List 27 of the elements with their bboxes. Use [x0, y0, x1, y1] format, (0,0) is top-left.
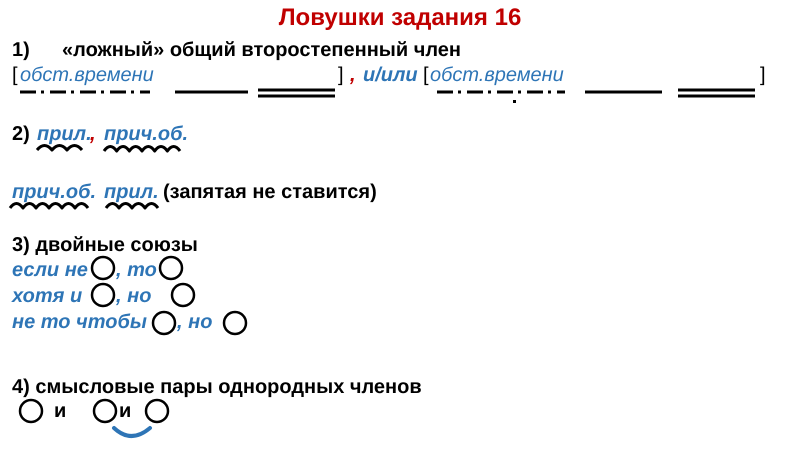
conjunction-label: хотя и — [12, 284, 82, 308]
list-number: 2) — [12, 122, 30, 146]
conjunction-label: не то чтобы — [12, 310, 147, 334]
term-label: прил. — [104, 180, 159, 204]
section-heading: 3) двойные союзы — [12, 233, 198, 257]
bracket: [ — [12, 63, 18, 87]
bracket: ] — [760, 63, 766, 87]
term-label: обст.времени — [20, 63, 154, 87]
punctuation-mark: , — [350, 63, 356, 87]
punctuation-mark: , — [90, 122, 96, 146]
term-label: прич.об. — [12, 180, 96, 204]
conjunction-label: , но — [116, 284, 152, 308]
heading-text: «ложный» общий второстепенный член — [62, 38, 461, 62]
conjunction-label: , то — [116, 258, 157, 282]
conjunction-label: если не — [12, 258, 88, 282]
list-number: 1) — [12, 38, 30, 62]
bracket: ] — [338, 63, 344, 87]
term-label: обст.времени — [430, 63, 564, 87]
conjunction-label: , но — [177, 310, 212, 334]
conjunction-label: и — [54, 399, 66, 423]
note-text: (запятая не ставится) — [163, 180, 377, 204]
conjunction-label: и/или — [363, 63, 418, 87]
term-label: прич.об. — [104, 122, 188, 146]
section-heading: 4) смысловые пары однородных членов — [12, 375, 422, 399]
conjunction-label: и — [119, 399, 132, 423]
title: Ловушки задания 16 — [278, 4, 522, 31]
bracket: [ — [423, 63, 429, 87]
